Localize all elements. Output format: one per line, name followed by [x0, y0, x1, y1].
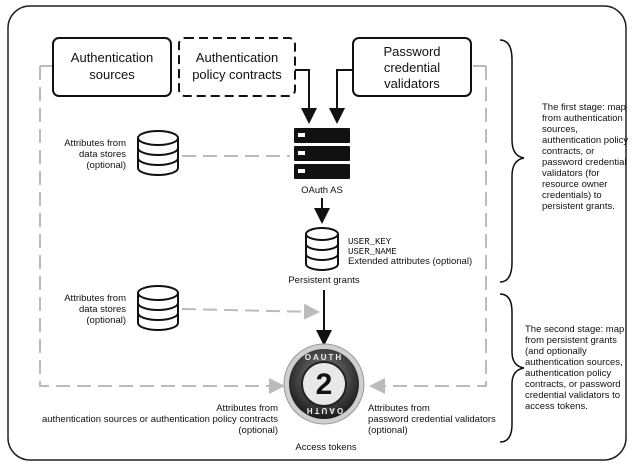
dashed-path-left	[39, 66, 285, 394]
first-stage-line5: contracts, or	[542, 146, 594, 157]
first-stage-line1: The first stage: map	[542, 102, 626, 113]
attrs-top-line3: (optional)	[86, 160, 126, 171]
second-stage-line3: (and optionally	[525, 346, 587, 357]
second-stage-line1: The second stage: map	[525, 324, 624, 335]
datastore-top-db-icon	[137, 130, 179, 176]
arrow-password-to-as	[329, 69, 353, 124]
first-stage-line4: authentication policy	[542, 135, 628, 146]
dashed-path-right	[369, 66, 487, 394]
second-stage-line4: authentication sources,	[525, 357, 623, 368]
oauth2-logo-icon: 2 OAUTH OAUTH	[283, 343, 365, 425]
attrs-left-line3: (optional)	[238, 425, 278, 436]
attrs-mid-line2: data stores	[79, 304, 126, 315]
first-stage-line2: from authentication	[542, 113, 623, 124]
oauth-logo-top-text: OAUTH	[305, 353, 343, 362]
second-stage-brace	[499, 293, 525, 443]
arrow-policy-to-as	[295, 69, 317, 124]
oauth-as-label: OAuth AS	[301, 185, 343, 196]
attrs-top-line1: Attributes from	[64, 138, 126, 149]
auth-sources-line2: sources	[89, 67, 135, 82]
policy-contracts-line2: policy contracts	[192, 67, 282, 82]
attrs-mid-line1: Attributes from	[64, 293, 126, 304]
auth-sources-line1: Authentication	[71, 50, 153, 65]
first-stage-line8: resource owner	[542, 179, 607, 190]
policy-contracts-box	[178, 37, 296, 97]
first-stage-line9: credentials) to	[542, 190, 602, 201]
first-stage-note: The first stage: map from authentication…	[542, 102, 628, 212]
first-stage-brace	[499, 39, 525, 283]
first-stage-line10: persistent grants.	[542, 201, 615, 212]
auth-sources-box	[52, 37, 172, 97]
second-stage-note: The second stage: map from persistent gr…	[525, 324, 624, 412]
password-validators-line1: Password	[383, 44, 440, 59]
attrs-right-line1: Attributes from	[368, 403, 430, 414]
first-stage-line7: validators (for	[542, 168, 600, 179]
persistent-grants-label: Persistent grants	[288, 275, 360, 286]
second-stage-line8: access tokens.	[525, 401, 588, 412]
second-stage-line5: authentication policy	[525, 368, 611, 379]
attrs-right-line2: password credential validators	[368, 414, 496, 425]
password-validators-line3: validators	[384, 76, 440, 91]
oauth-logo-number: 2	[316, 368, 333, 401]
dashed-datastore-mid	[181, 303, 320, 320]
oauth-logo-bottom-text: OAUTH	[305, 406, 343, 415]
grant-field-user-name: USER_NAME	[348, 247, 397, 257]
server-icon	[294, 128, 350, 179]
attrs-right-line3: (optional)	[368, 425, 408, 436]
second-stage-line2: from persistent grants	[525, 335, 617, 346]
persistent-grants-db-icon	[305, 227, 339, 271]
attrs-mid-line3: (optional)	[86, 315, 126, 326]
grant-field-extended: Extended attributes (optional)	[348, 256, 472, 267]
second-stage-line7: credential validators to	[525, 390, 620, 401]
grant-field-user-key: USER_KEY	[348, 237, 392, 247]
access-tokens-label: Access tokens	[295, 442, 356, 453]
password-validators-box	[352, 37, 472, 97]
attrs-left-line1: Attributes from	[216, 403, 278, 414]
first-stage-line6: password credential	[542, 157, 627, 168]
first-stage-line3: sources,	[542, 124, 578, 135]
password-validators-line2: credential	[384, 60, 440, 75]
second-stage-line6: contracts, or password	[525, 379, 621, 390]
datastore-mid-db-icon	[137, 285, 179, 331]
attrs-top-line2: data stores	[79, 149, 126, 160]
outer-frame	[7, 5, 627, 461]
policy-contracts-line1: Authentication	[196, 50, 278, 65]
attrs-left-line2: authentication sources or authentication…	[42, 414, 278, 425]
